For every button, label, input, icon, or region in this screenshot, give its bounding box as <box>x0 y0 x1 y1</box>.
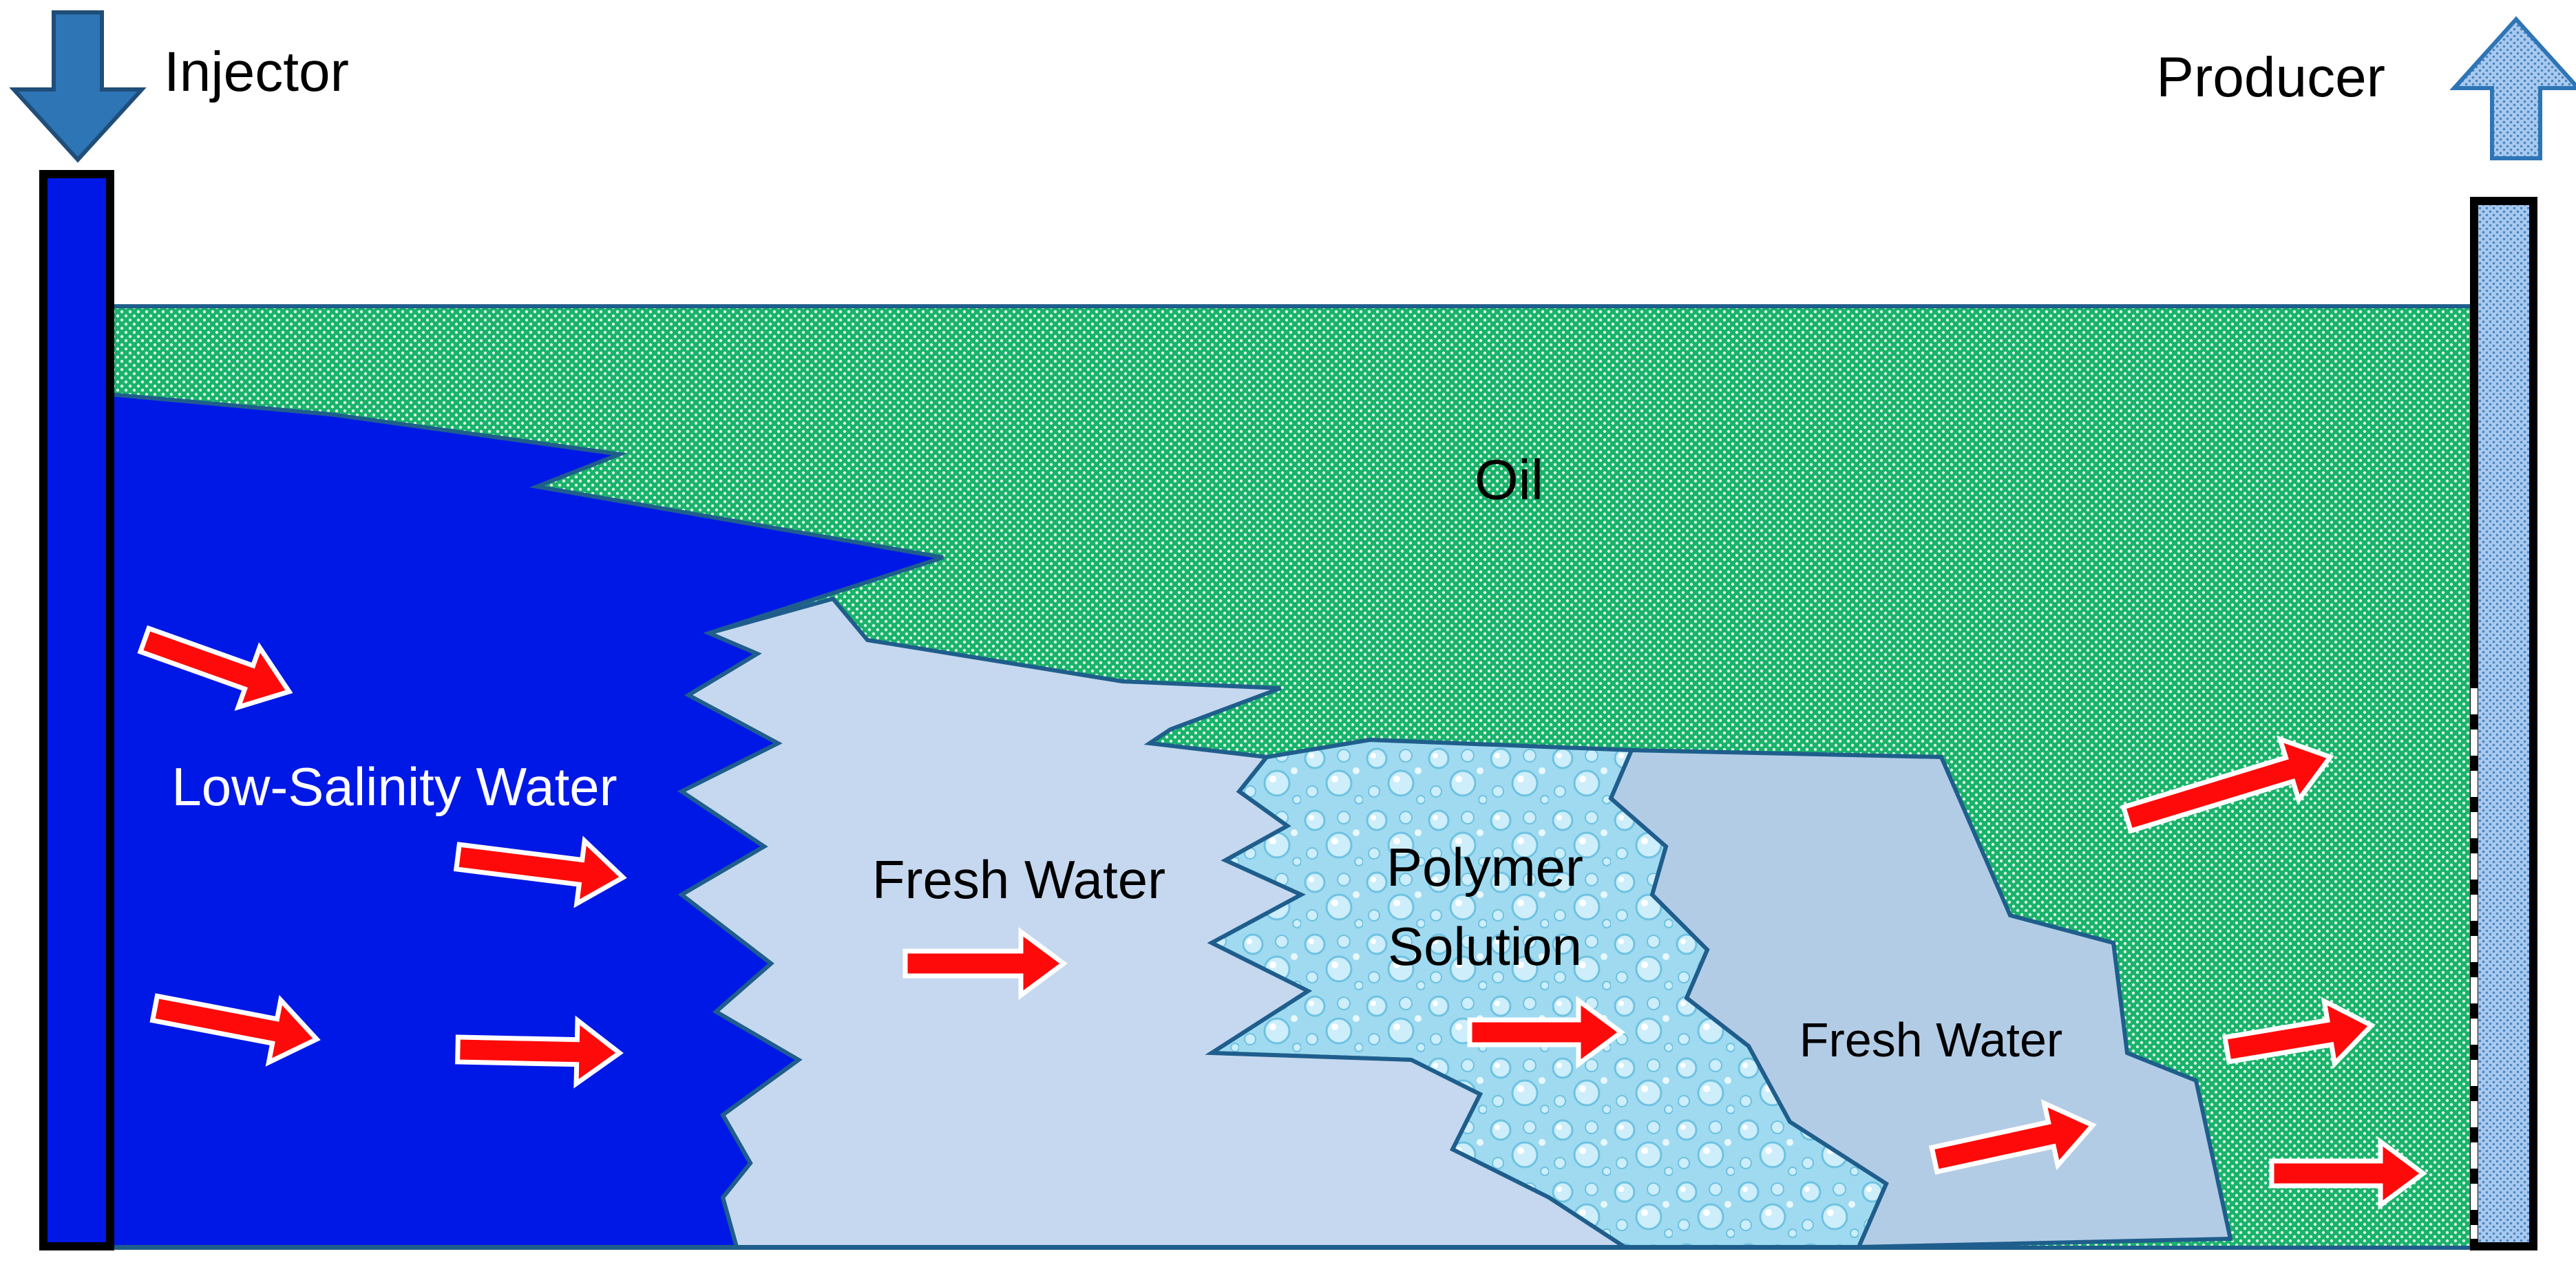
injector-label: Injector <box>164 41 349 103</box>
polymer-label-line1: Polymer <box>1386 837 1583 897</box>
injector-well <box>39 170 114 1250</box>
producer-label: Producer <box>2156 46 2385 109</box>
polymer-label-line2: Solution <box>1388 916 1582 977</box>
right-arrow-icon <box>149 993 321 1067</box>
right-arrow-icon <box>902 927 1068 1000</box>
right-arrow-icon <box>453 835 627 908</box>
right-arrow-icon <box>1467 996 1625 1069</box>
right-arrow-icon <box>2269 1137 2427 1210</box>
low-salinity-water-zone <box>108 392 944 1249</box>
down-arrow-icon <box>9 10 147 163</box>
right-arrow-icon <box>137 625 293 711</box>
fresh-water-1-label: Fresh Water <box>872 849 1165 910</box>
oil-label: Oil <box>1475 449 1543 511</box>
flow-arrows <box>137 625 2427 1210</box>
right-arrow-icon <box>2222 997 2376 1069</box>
fresh-water-2-label: Fresh Water <box>1799 1013 2062 1067</box>
right-arrow-icon <box>2120 735 2334 834</box>
right-arrow-icon <box>1929 1099 2097 1175</box>
up-arrow-icon <box>2449 16 2576 160</box>
producer-well <box>2470 197 2537 1250</box>
low-salinity-water-label: Low-Salinity Water <box>171 756 617 817</box>
right-arrow-icon <box>455 1015 624 1089</box>
